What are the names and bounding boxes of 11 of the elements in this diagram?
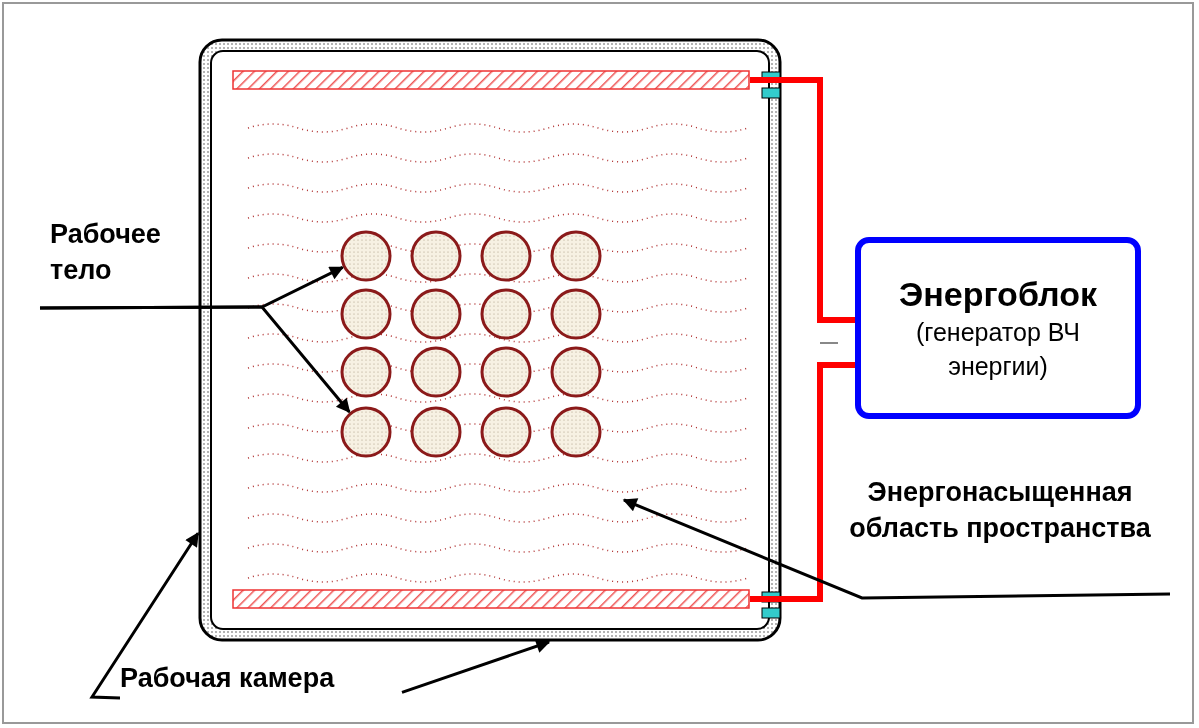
leader-line [89,532,200,700]
callout-label: Рабочая камера [120,662,336,695]
leader-line [401,639,551,694]
energy-unit-box [855,237,1141,419]
leader-line [622,498,1171,600]
leader-line [40,305,351,414]
callout-label: Рабочее тело [50,218,162,287]
wire [750,361,855,602]
unit-description: (генератор ВЧ энергии) [915,317,1081,382]
callout-label: Энергонасыщенная область пространства [848,476,1152,545]
unit-title: Энергоблок [899,274,1097,315]
